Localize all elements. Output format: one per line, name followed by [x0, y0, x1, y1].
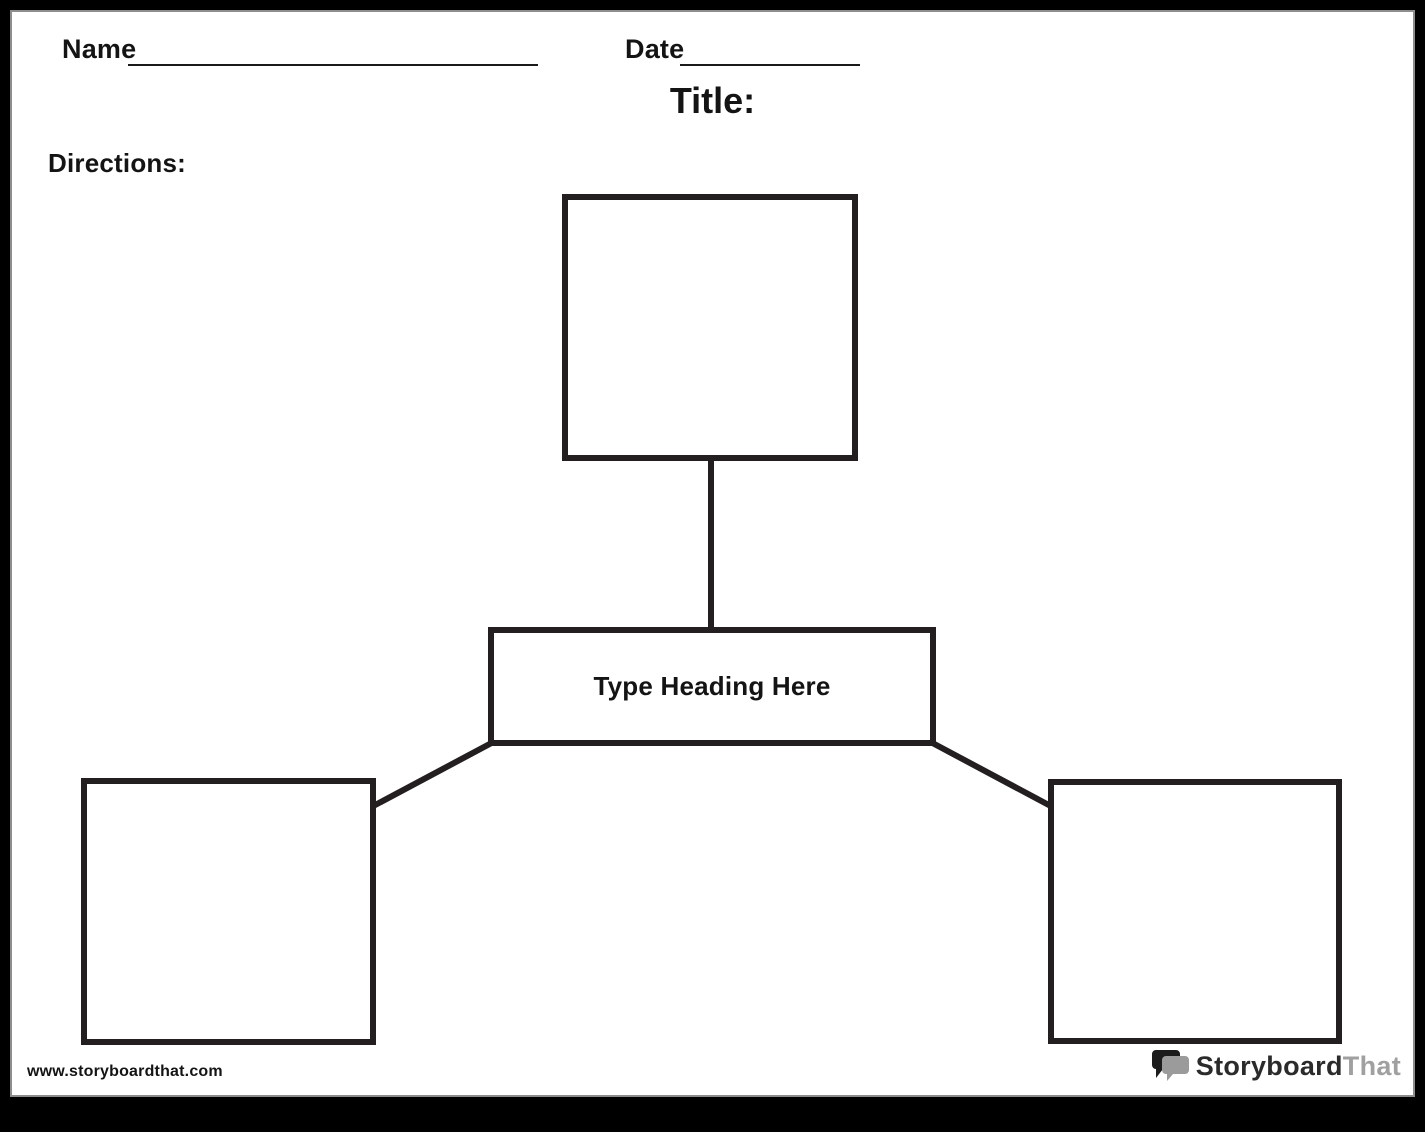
spider-node-box-right[interactable] [1048, 779, 1342, 1044]
storyboardthat-logo: StoryboardThat [1151, 1048, 1401, 1085]
website-url: www.storyboardthat.com [27, 1063, 223, 1080]
brand-wordmark-secondary: That [1342, 1051, 1401, 1081]
date-label: Date [625, 34, 685, 64]
date-underline [680, 64, 860, 66]
spider-node-box-left[interactable] [81, 778, 376, 1045]
speech-bubbles-icon [1151, 1048, 1189, 1085]
center-heading-box[interactable]: Type Heading Here [488, 627, 936, 746]
name-underline [128, 64, 538, 66]
spider-node-box-top[interactable] [562, 194, 858, 461]
worksheet-page: Name Date Title: Directions: Type Headin… [10, 10, 1415, 1097]
brand-wordmark-primary: Storyboard [1195, 1051, 1343, 1081]
name-label: Name [62, 34, 137, 64]
directions-label: Directions: [48, 148, 187, 178]
brand-wordmark: StoryboardThat [1196, 1051, 1401, 1082]
center-heading-text[interactable]: Type Heading Here [593, 671, 831, 701]
page-title: Title: [669, 80, 756, 121]
